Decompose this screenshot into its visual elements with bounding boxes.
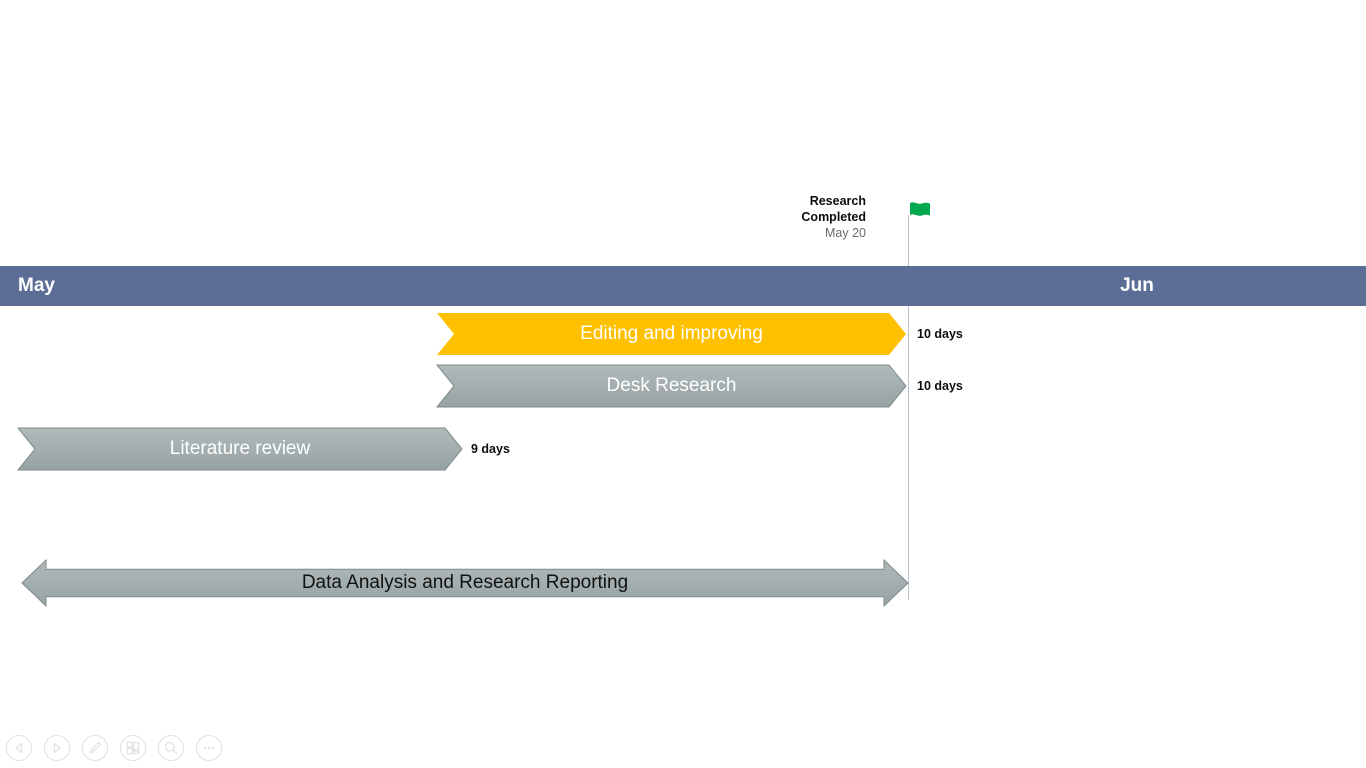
next-button[interactable] — [44, 735, 70, 761]
task-bar-graphic — [437, 313, 906, 355]
magnifier-icon — [164, 741, 178, 755]
milestone-label: Research Completed May 20 — [801, 193, 866, 241]
triangle-left-icon — [15, 742, 23, 754]
task-bar-shape — [437, 365, 906, 407]
month-label: May — [18, 275, 55, 296]
milestone-date: May 20 — [825, 226, 866, 240]
zoom-button[interactable] — [158, 735, 184, 761]
edit-button[interactable] — [82, 735, 108, 761]
task-bar-graphic — [18, 428, 462, 470]
triangle-right-icon — [53, 742, 61, 754]
task-bar-graphic — [22, 560, 908, 606]
layers-icon — [126, 741, 140, 755]
milestone-title-line1: Research — [809, 194, 866, 208]
more-button[interactable] — [196, 735, 222, 761]
task-bar[interactable]: Data Analysis and Research Reporting — [22, 560, 908, 606]
task-bar[interactable]: Desk Research — [437, 365, 906, 407]
task-bar-graphic — [437, 365, 906, 407]
month-cell-jun: Jun — [908, 266, 1366, 306]
previous-button[interactable] — [6, 735, 32, 761]
task-duration-label: 10 days — [917, 327, 963, 341]
task-bar[interactable]: Literature review — [18, 428, 462, 470]
task-duration-label: 10 days — [917, 379, 963, 393]
timeline-month-header: May Jun — [0, 266, 1366, 306]
layers-button[interactable] — [120, 735, 146, 761]
milestone-title-line2: Completed — [801, 210, 866, 224]
task-duration-label: 9 days — [471, 442, 510, 456]
month-cell-may: May — [0, 266, 926, 306]
task-bar-shape — [437, 313, 906, 355]
pen-icon — [89, 742, 101, 754]
task-bar-shape — [18, 428, 462, 470]
green-flag-icon — [910, 202, 930, 216]
task-bar[interactable]: Editing and improving — [437, 313, 906, 355]
month-label: Jun — [1120, 275, 1154, 296]
task-bar-shape — [22, 560, 908, 606]
ellipsis-icon — [203, 746, 215, 750]
bottom-toolbar — [6, 735, 234, 761]
